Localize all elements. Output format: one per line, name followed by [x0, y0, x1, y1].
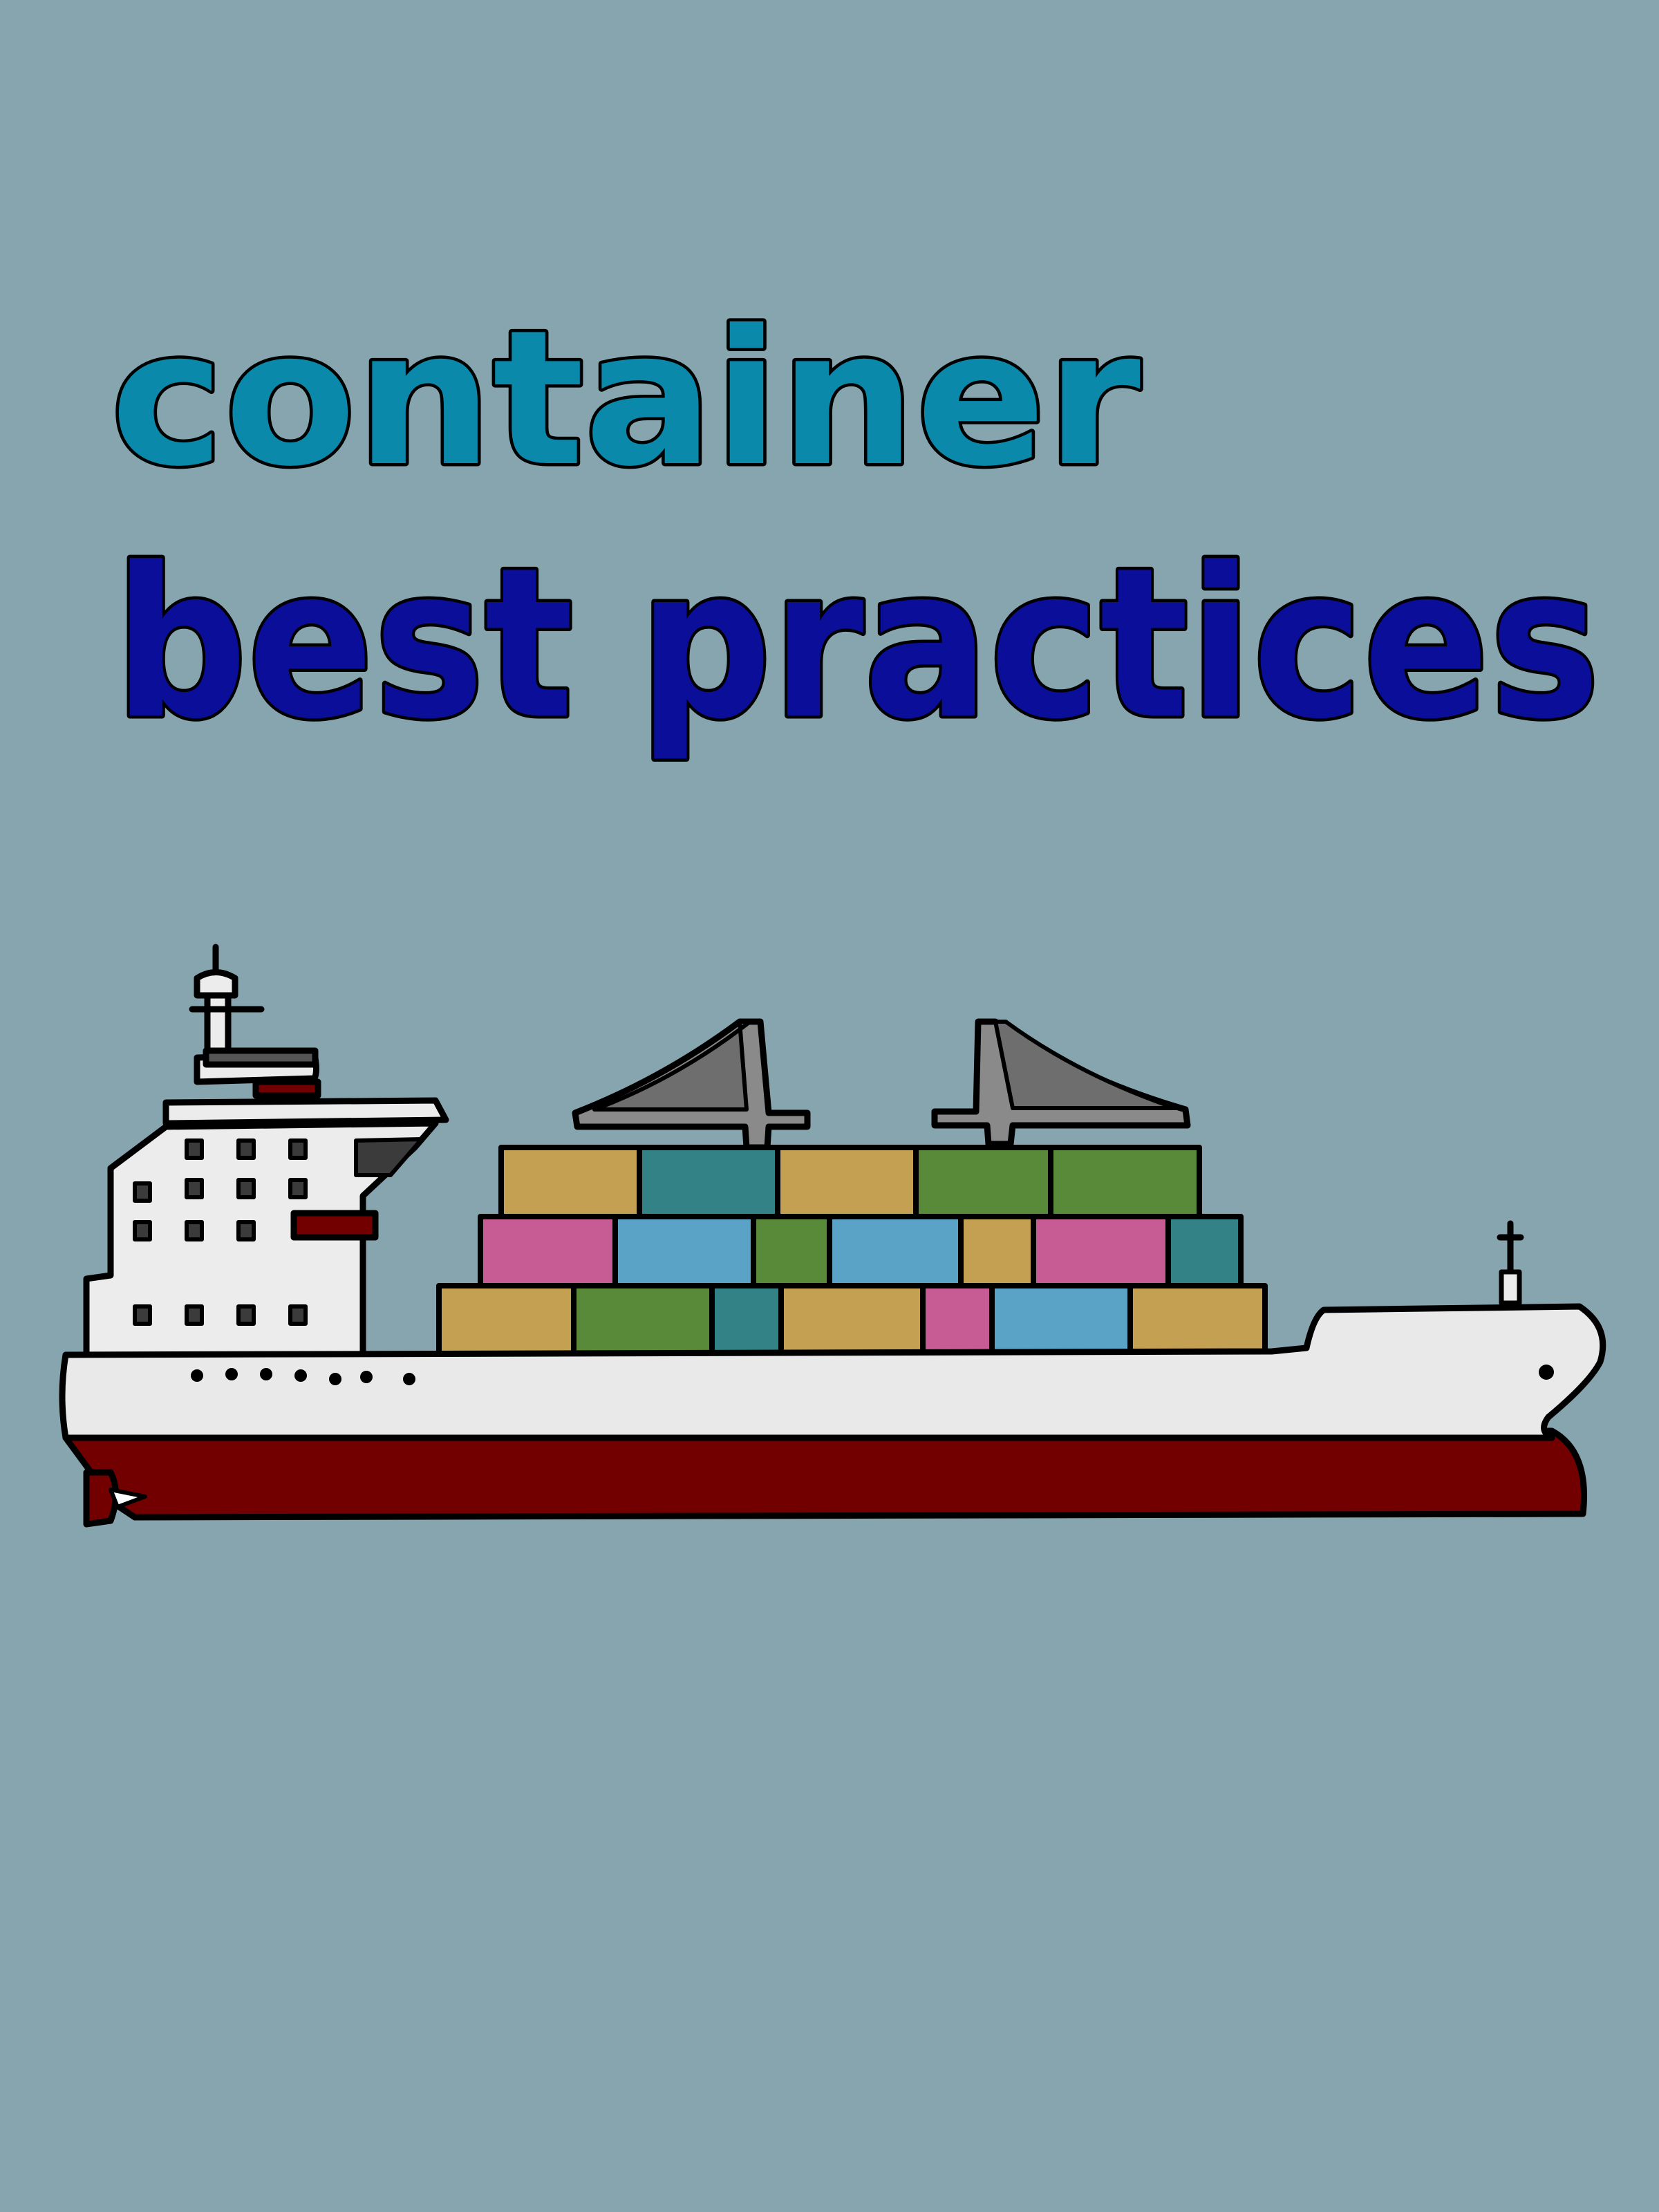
container [958, 1214, 1036, 1288]
container [612, 1214, 756, 1288]
crane-left [572, 1018, 811, 1151]
rudder [83, 1469, 119, 1528]
container [571, 1283, 715, 1358]
container [1048, 1145, 1202, 1219]
bridge-superstructure [83, 944, 449, 1362]
container [989, 1283, 1133, 1358]
container-ship [59, 944, 1606, 1528]
container [920, 1283, 995, 1358]
hull-upper [59, 1303, 1606, 1441]
bow-mast [1497, 1220, 1524, 1306]
container [913, 1145, 1053, 1219]
container [775, 1145, 919, 1219]
hull-lower [62, 1427, 1588, 1521]
title-line-1: container [111, 290, 1142, 507]
container [709, 1283, 784, 1358]
container [637, 1145, 780, 1219]
container [751, 1214, 832, 1288]
container [1165, 1214, 1244, 1288]
crane-right [931, 1018, 1191, 1147]
container [1031, 1214, 1171, 1288]
container [478, 1214, 618, 1288]
hull [59, 1303, 1606, 1528]
container [436, 1283, 577, 1358]
container [827, 1214, 964, 1288]
container [1127, 1283, 1268, 1358]
container [498, 1145, 642, 1219]
container-stack [436, 1145, 1268, 1358]
container [778, 1283, 926, 1358]
title-line-2: best practices [114, 523, 1600, 765]
